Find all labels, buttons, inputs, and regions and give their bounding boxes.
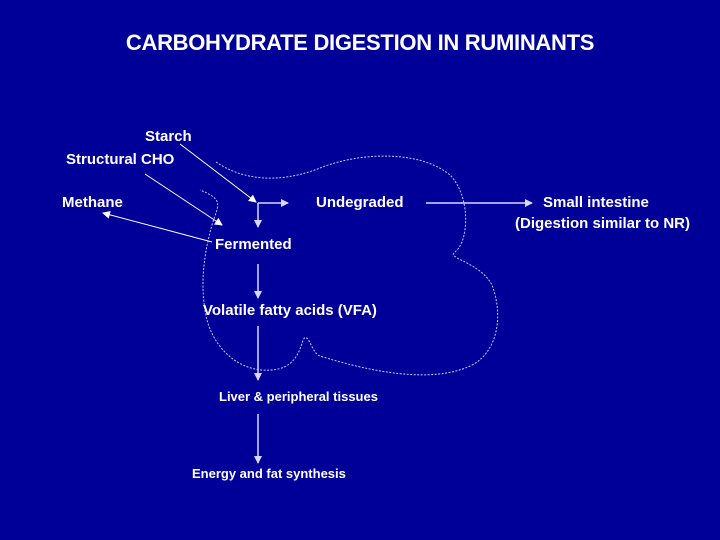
node-liver: Liver & peripheral tissues: [219, 389, 378, 404]
rumen-outline: [199, 155, 499, 376]
node-vfa: Volatile fatty acids (VFA): [203, 302, 377, 319]
slide-title: CARBOHYDRATE DIGESTION IN RUMINANTS: [125, 30, 595, 55]
node-fermented: Fermented: [215, 236, 292, 253]
arrow-structural-fermented: [144, 173, 223, 226]
node-methane: Methane: [62, 194, 123, 211]
node-structural-cho: Structural CHO: [66, 151, 175, 168]
arrow-starch-junction: [179, 143, 257, 203]
node-small-intestine-note: (Digestion similar to NR): [515, 215, 691, 232]
node-starch: Starch: [145, 128, 192, 145]
node-small-intestine: Small intestine: [543, 194, 649, 211]
node-energy: Energy and fat synthesis: [192, 466, 346, 481]
arrow-fermented-methane: [102, 210, 213, 243]
node-undegraded: Undegraded: [316, 194, 404, 211]
